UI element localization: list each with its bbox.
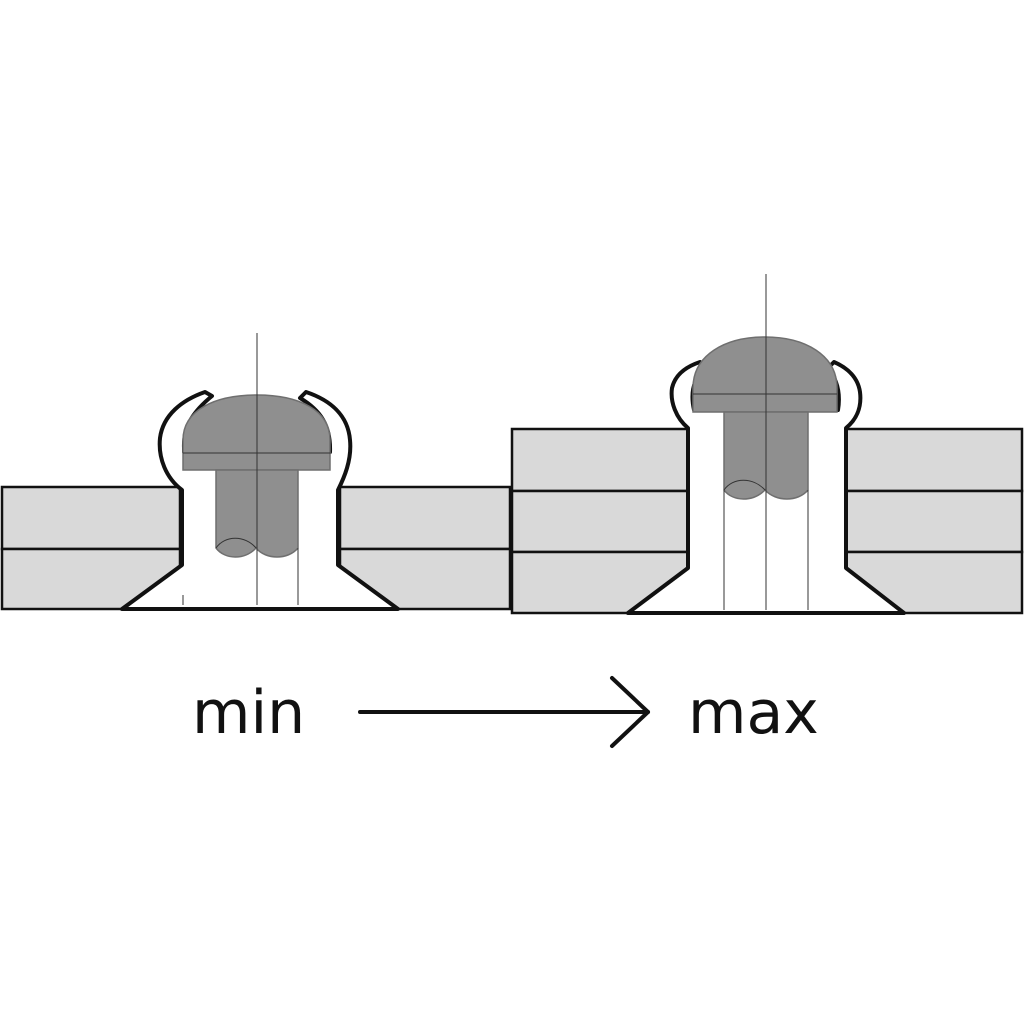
arrow-icon	[358, 676, 650, 748]
arrow-head	[610, 676, 650, 748]
max-mandrel-head	[692, 336, 838, 413]
max-plate-middle-left	[510, 489, 690, 554]
max-plate-top-right	[844, 427, 1024, 493]
min-mandrel-break	[215, 537, 257, 549]
max-grip-assembly	[510, 274, 1024, 615]
max-label: max	[688, 678, 819, 748]
max-mandrel-break	[723, 479, 766, 491]
min-label: min	[192, 678, 305, 748]
min-plate-top-left	[0, 485, 182, 551]
min-plate-bottom-left	[0, 547, 182, 611]
max-plate-top-left	[510, 427, 690, 493]
max-plate-middle-right	[844, 489, 1024, 554]
min-grip-assembly	[0, 333, 512, 611]
min-plate-top-right	[338, 485, 512, 551]
